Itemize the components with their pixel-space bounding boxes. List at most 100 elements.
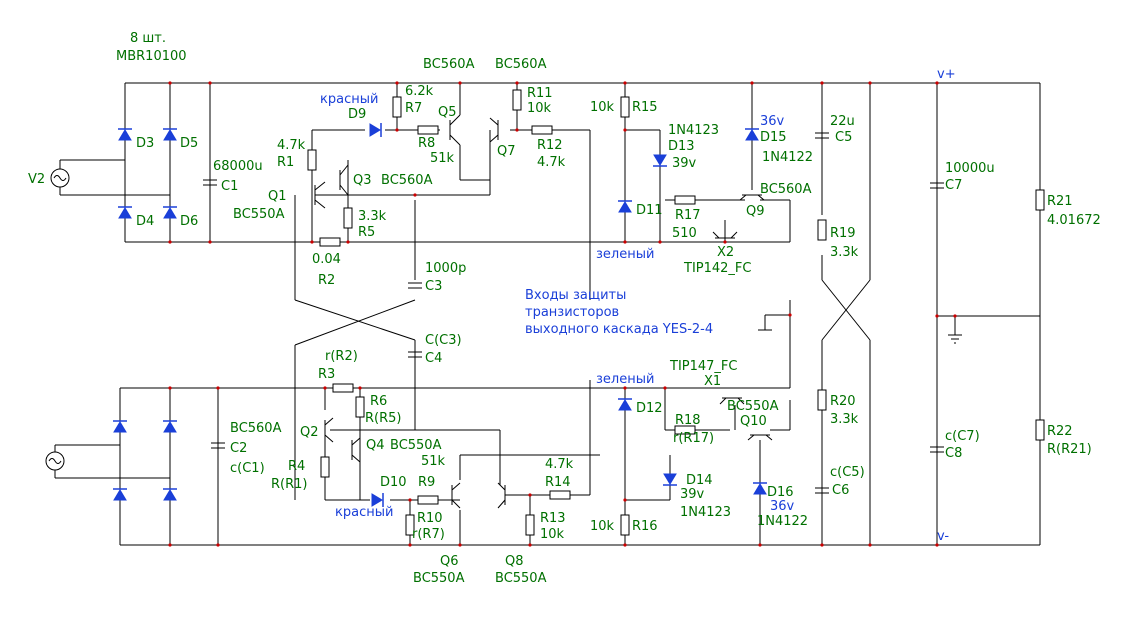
label-c4: C4 <box>425 351 442 366</box>
diode-d7 <box>163 421 177 433</box>
label-r12-val: 4.7k <box>537 155 566 170</box>
transistor-q8 <box>497 482 506 509</box>
upper-bridge-diodes <box>118 128 177 219</box>
label-q1-type: BC550A <box>233 207 285 222</box>
label-r15-val: 10k <box>590 100 615 115</box>
label-c1: C1 <box>221 179 238 194</box>
label-d14-val: 39v <box>680 487 705 502</box>
junctions <box>168 81 957 547</box>
label-q6: Q6 <box>440 554 459 569</box>
label-protect-3: выходного каскада YES-2-4 <box>525 322 713 337</box>
label-r11-val: 10k <box>527 101 552 116</box>
label-q1: Q1 <box>268 189 287 204</box>
label-c6-val: c(C5) <box>830 465 865 480</box>
label-r14-val: 4.7k <box>545 457 574 472</box>
label-vminus: v- <box>937 529 949 544</box>
label-q8-type: BC550A <box>495 571 547 586</box>
label-r7-val: 6.2k <box>405 84 434 99</box>
transistor-q2 <box>324 417 334 443</box>
label-r20: R20 <box>830 394 856 409</box>
label-c1-val: 68000u <box>213 159 263 174</box>
label-x1: X1 <box>704 374 721 389</box>
label-c2-val: c(C1) <box>230 461 265 476</box>
capacitors <box>203 132 944 494</box>
label-r12: R12 <box>537 138 563 153</box>
label-d9: D9 <box>348 107 366 122</box>
label-r19-val: 3.3k <box>830 245 859 260</box>
label-d14-type: 1N4123 <box>680 505 731 520</box>
resistor-r10 <box>405 514 415 536</box>
label-d15-val: 36v <box>760 114 785 129</box>
label-c5: C5 <box>835 130 852 145</box>
label-r11: R11 <box>527 86 553 101</box>
label-q7: Q7 <box>497 144 516 159</box>
resistor-r18 <box>674 425 696 435</box>
label-c2: C2 <box>230 441 247 456</box>
label-r5: R5 <box>358 225 375 240</box>
label-q5: Q5 <box>438 105 457 120</box>
label-c3: C3 <box>425 279 442 294</box>
resistor-r1 <box>307 149 317 171</box>
label-r14: R14 <box>545 475 571 490</box>
source-v2 <box>50 168 70 188</box>
resistor-r4 <box>320 456 330 478</box>
transistor-x2 <box>712 231 738 239</box>
label-bridge-diode: MBR10100 <box>116 49 187 64</box>
label-r4-val: R(R1) <box>271 477 307 492</box>
resistor-r2 <box>319 237 341 247</box>
label-r20-val: 3.3k <box>830 412 859 427</box>
label-krasnyi-bot: красный <box>335 505 393 520</box>
label-d16-val: 36v <box>770 499 795 514</box>
label-qty: 8 шт. <box>130 31 166 46</box>
diode-d8 <box>163 489 177 501</box>
label-r22: R22 <box>1047 424 1073 439</box>
resistor-r5 <box>343 207 353 229</box>
capacitor-c3 <box>408 282 422 289</box>
capacitor-c2 <box>211 442 225 449</box>
label-d3: D3 <box>136 136 154 151</box>
resistors <box>307 89 1045 536</box>
diode-d5 <box>163 129 177 141</box>
label-r6: R6 <box>370 394 387 409</box>
diode-d13 <box>653 154 667 166</box>
label-c4-val: C(C3) <box>425 333 462 348</box>
label-r18: R18 <box>675 413 701 428</box>
label-protect-2: транзисторов <box>525 305 619 320</box>
label-d12: D12 <box>636 401 663 416</box>
label-r5-val: 3.3k <box>358 209 387 224</box>
diode-d4 <box>118 207 132 219</box>
resistor-r15 <box>620 96 630 118</box>
label-d13-type: 1N4123 <box>668 123 719 138</box>
transistor-q3 <box>339 164 349 196</box>
label-q10: Q10 <box>740 414 767 429</box>
label-r7: R7 <box>405 101 422 116</box>
label-d14: D14 <box>686 473 713 488</box>
resistor-r8 <box>417 125 439 135</box>
label-q8: Q8 <box>505 554 524 569</box>
label-d11: D11 <box>636 203 663 218</box>
label-r21-val: 4.01672 <box>1047 213 1101 228</box>
label-q6-type: BC550A <box>413 571 465 586</box>
label-r22-val: R(R21) <box>1047 442 1092 457</box>
label-r3-val: r(R2) <box>325 349 358 364</box>
label-q3: Q3 <box>353 173 372 188</box>
diode-d15 <box>745 129 759 141</box>
resistor-r20 <box>817 389 827 411</box>
label-c8-val: c(C7) <box>945 429 980 444</box>
label-r13-val: 10k <box>540 527 565 542</box>
label-d16-type: 1N4122 <box>757 514 808 529</box>
label-r10: R10 <box>417 511 443 526</box>
diode-d12 <box>618 399 632 411</box>
label-c7: C7 <box>945 178 962 193</box>
label-zelenyi-bot: зеленый <box>596 372 654 387</box>
label-r10-val: r(R7) <box>412 527 445 542</box>
label-zelenyi-top: зеленый <box>596 247 654 262</box>
label-q2-type: BC560A <box>230 421 282 436</box>
diode-d16 <box>753 483 767 495</box>
ground-symbol <box>948 334 962 344</box>
label-q9: Q9 <box>746 204 765 219</box>
diode-d9 <box>369 123 381 137</box>
label-d16: D16 <box>767 485 794 500</box>
resistor-r17 <box>674 195 696 205</box>
transistor-q10 <box>747 434 773 441</box>
